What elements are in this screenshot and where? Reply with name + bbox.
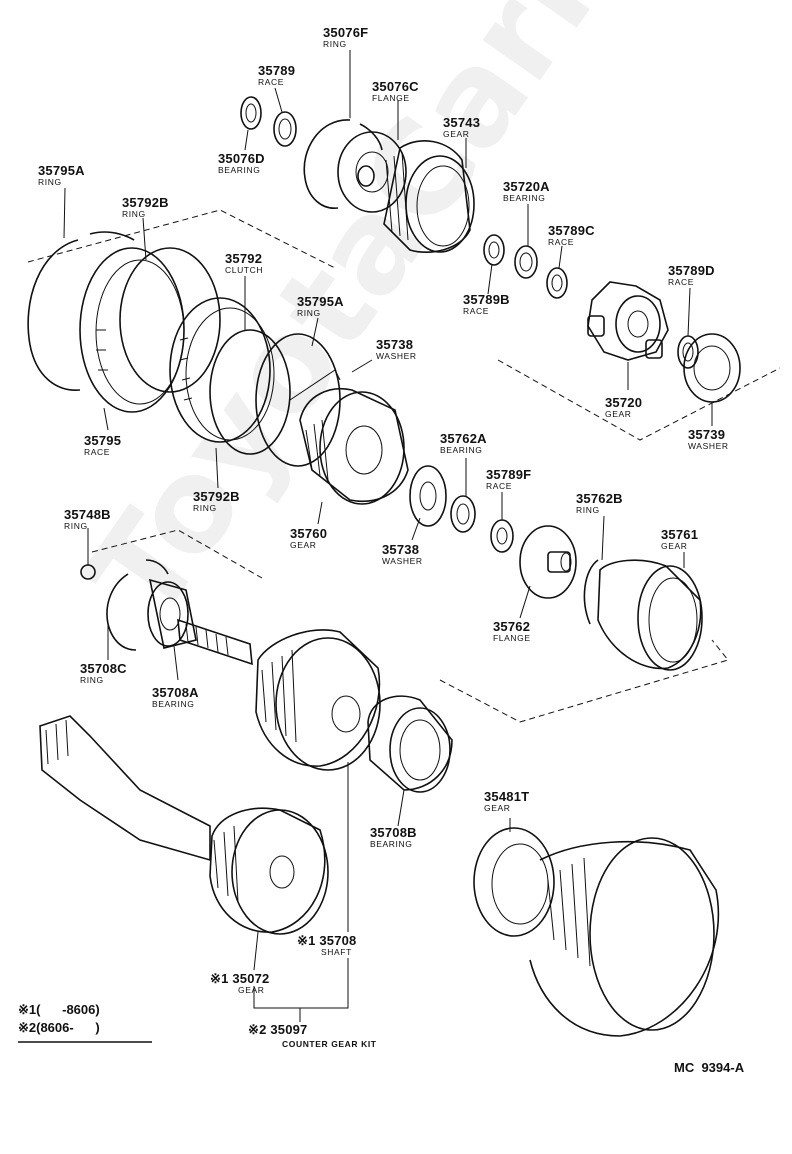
ring-35795a-inner (255, 333, 341, 467)
legend-row-1: ※1( -8606) (18, 1002, 100, 1018)
ring-35076f (303, 119, 383, 209)
bearing-35720a (514, 245, 538, 279)
gear-35761 (597, 559, 703, 671)
race-35789 (273, 111, 297, 147)
washer-35738-bottom (409, 465, 447, 527)
legend-mark: ※1 (18, 1002, 37, 1017)
race-35795 (79, 247, 185, 413)
ring-35748b (80, 564, 96, 580)
washer-35738-top (289, 369, 341, 401)
ring-35792b-bottom (209, 329, 291, 455)
ring-35792b-top (119, 247, 221, 393)
ring-35762b (583, 559, 599, 625)
washer-35739 (683, 333, 741, 403)
gear-35743 (383, 140, 475, 253)
ring-35795a-outer (27, 231, 135, 391)
figure-code: MC 9394-A (674, 1060, 745, 1075)
shaft-35708 (177, 618, 381, 771)
bearing-35708a (147, 578, 197, 649)
bearing-35076d (240, 96, 262, 130)
race-35789c (546, 267, 568, 299)
legend-range: ( -8606) (36, 1002, 100, 1017)
bearing-35708b (367, 695, 453, 793)
flange-35762 (519, 525, 577, 599)
gear-35760 (299, 388, 409, 505)
race-35789f (490, 519, 514, 553)
legend-row-2: ※2(8606- ) (18, 1020, 100, 1036)
gear-35481t (473, 827, 720, 1037)
ring-35708c (106, 559, 169, 651)
gear-35720 (587, 281, 669, 361)
legend-mark: ※2 (18, 1020, 37, 1035)
clutch-35792 (169, 297, 275, 443)
legend-range: (8606- ) (36, 1020, 100, 1035)
counter-gear-kit-label: ※2 35097 COUNTER GEAR KIT (248, 1022, 377, 1049)
gear-35072 (39, 715, 329, 935)
bearing-35762a (450, 495, 476, 533)
race-35789b (483, 234, 505, 266)
flange-35076c (337, 131, 407, 213)
